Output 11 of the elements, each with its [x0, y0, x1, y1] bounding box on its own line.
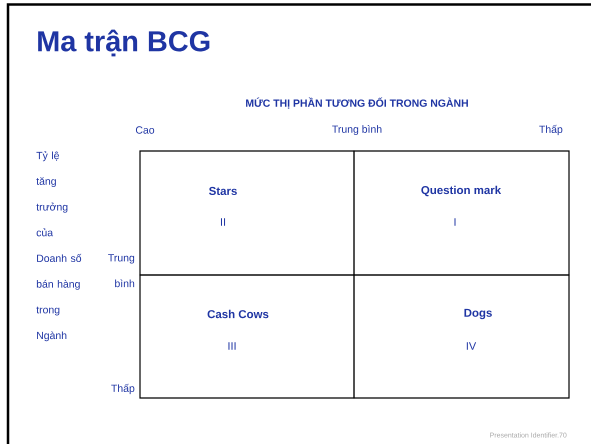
matrix-cell: Stars II — [139, 150, 355, 276]
matrix-cell: Dogs IV — [353, 274, 570, 399]
matrix-cell: Question mark I — [353, 150, 570, 276]
slide-title: Ma trận BCG — [38, 30, 210, 56]
axis-title: Tỷ lệ tăng trưởng của Doanh số bán hàng trong Ngành — [36, 151, 82, 342]
axis-level: Trung bình — [332, 125, 382, 135]
matrix-cell: Cash Cows III — [139, 274, 355, 399]
axis-level: Trung bình — [108, 254, 134, 288]
axis-level: Cao — [136, 126, 154, 134]
axis-title: MỨC THỊ PHẦN TƯƠNG ĐỐI TRONG NGÀNH — [246, 97, 468, 109]
axis-level: Thấp — [539, 124, 562, 136]
